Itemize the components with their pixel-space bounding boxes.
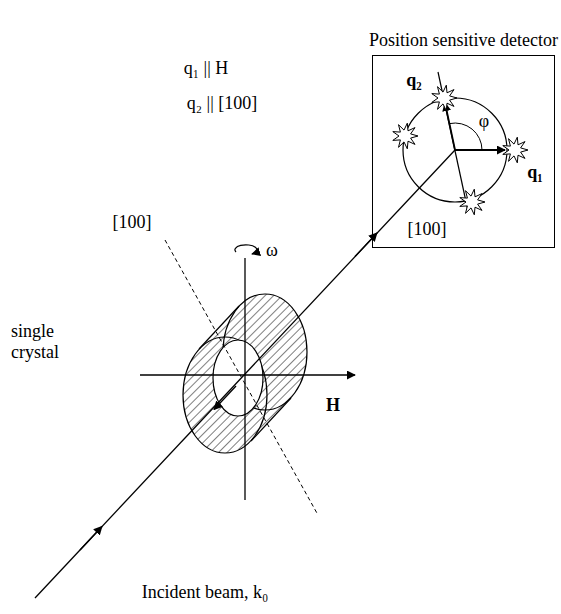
vector-label: q₂	[406, 70, 421, 91]
direction-label: [100]	[113, 212, 152, 233]
angle-arc	[450, 123, 483, 150]
detector-frame: Position sensitive detector	[372, 55, 555, 248]
relation-label: q₁ || H	[184, 58, 228, 79]
bragg-spot	[432, 85, 457, 111]
rotation-label: ω	[266, 240, 278, 261]
beam-arrow	[214, 386, 236, 410]
angle-label: φ	[479, 111, 489, 132]
scattering-ring	[403, 98, 507, 202]
rotation-arrow	[235, 245, 257, 254]
field-label: H	[326, 395, 340, 416]
beam-arrow	[355, 233, 377, 257]
bragg-spots	[393, 85, 528, 215]
beam-line	[35, 150, 455, 598]
relation-label: q₂ || [100]	[187, 93, 257, 114]
q1-vector	[455, 149, 505, 151]
vector-label: q₁	[527, 162, 542, 183]
bragg-spot	[460, 189, 485, 215]
beam-label: Incident beam, k₀	[142, 582, 269, 603]
beam-arrow	[80, 527, 102, 551]
rotation-axis	[244, 258, 245, 500]
sample-label: single crystal	[11, 321, 77, 362]
direction-label: [100]	[408, 219, 447, 240]
field-axis	[140, 374, 355, 375]
bragg-spot	[393, 123, 418, 149]
bragg-spot	[503, 137, 528, 163]
detector-title: Position sensitive detector	[353, 30, 561, 52]
